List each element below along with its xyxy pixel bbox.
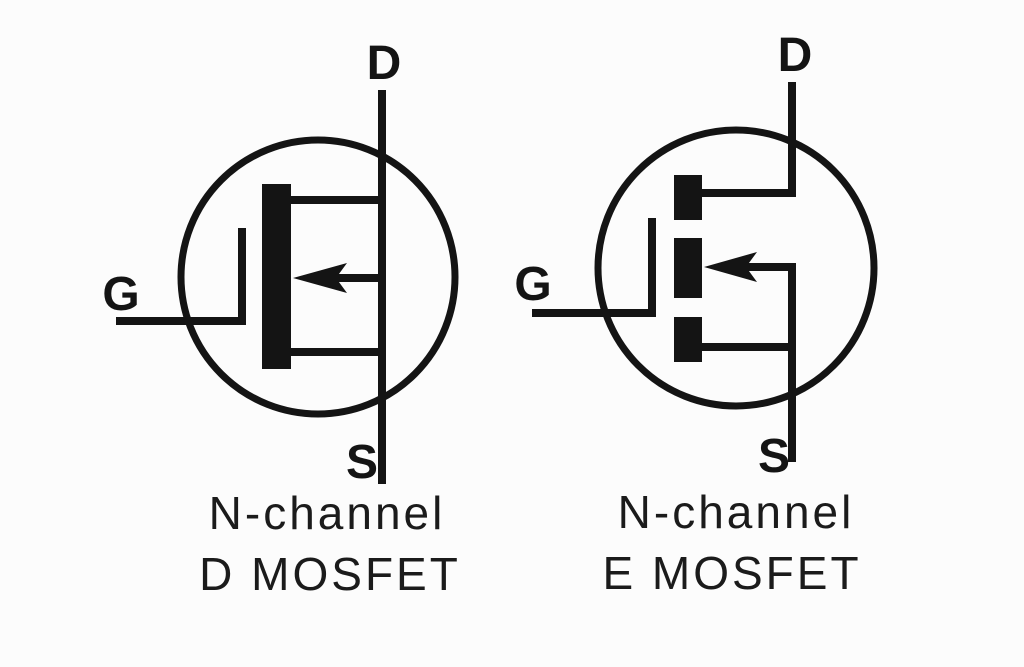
d-mosfet-symbol (116, 90, 459, 484)
left-drain-label: D (366, 37, 402, 90)
gate-lead (532, 218, 656, 317)
channel-segment-middle (674, 238, 702, 298)
transistor-envelope-circle (594, 126, 878, 410)
left-gate-label: G (102, 268, 140, 321)
substrate-arrowhead-icon (704, 252, 757, 282)
right-caption-line2: E MOSFET (602, 547, 862, 599)
gate-lead (116, 228, 246, 325)
left-source-label: S (345, 436, 379, 489)
substrate-arrowhead-icon (293, 263, 347, 293)
transistor-envelope-circle (177, 136, 459, 418)
right-source-label: S (757, 430, 791, 483)
left-caption-line2: D MOSFET (199, 548, 461, 600)
right-gate-label: G (514, 258, 552, 311)
drain-lead (699, 82, 796, 197)
right-caption-line1: N-channel (617, 486, 855, 538)
solid-channel-bar (262, 184, 291, 369)
e-mosfet-symbol (532, 82, 878, 462)
left-caption-line1: N-channel (208, 487, 446, 539)
right-drain-label: D (777, 29, 813, 82)
channel-segment-top (674, 175, 702, 220)
channel-segment-bottom (674, 317, 702, 362)
source-vertical-lead (740, 263, 796, 462)
